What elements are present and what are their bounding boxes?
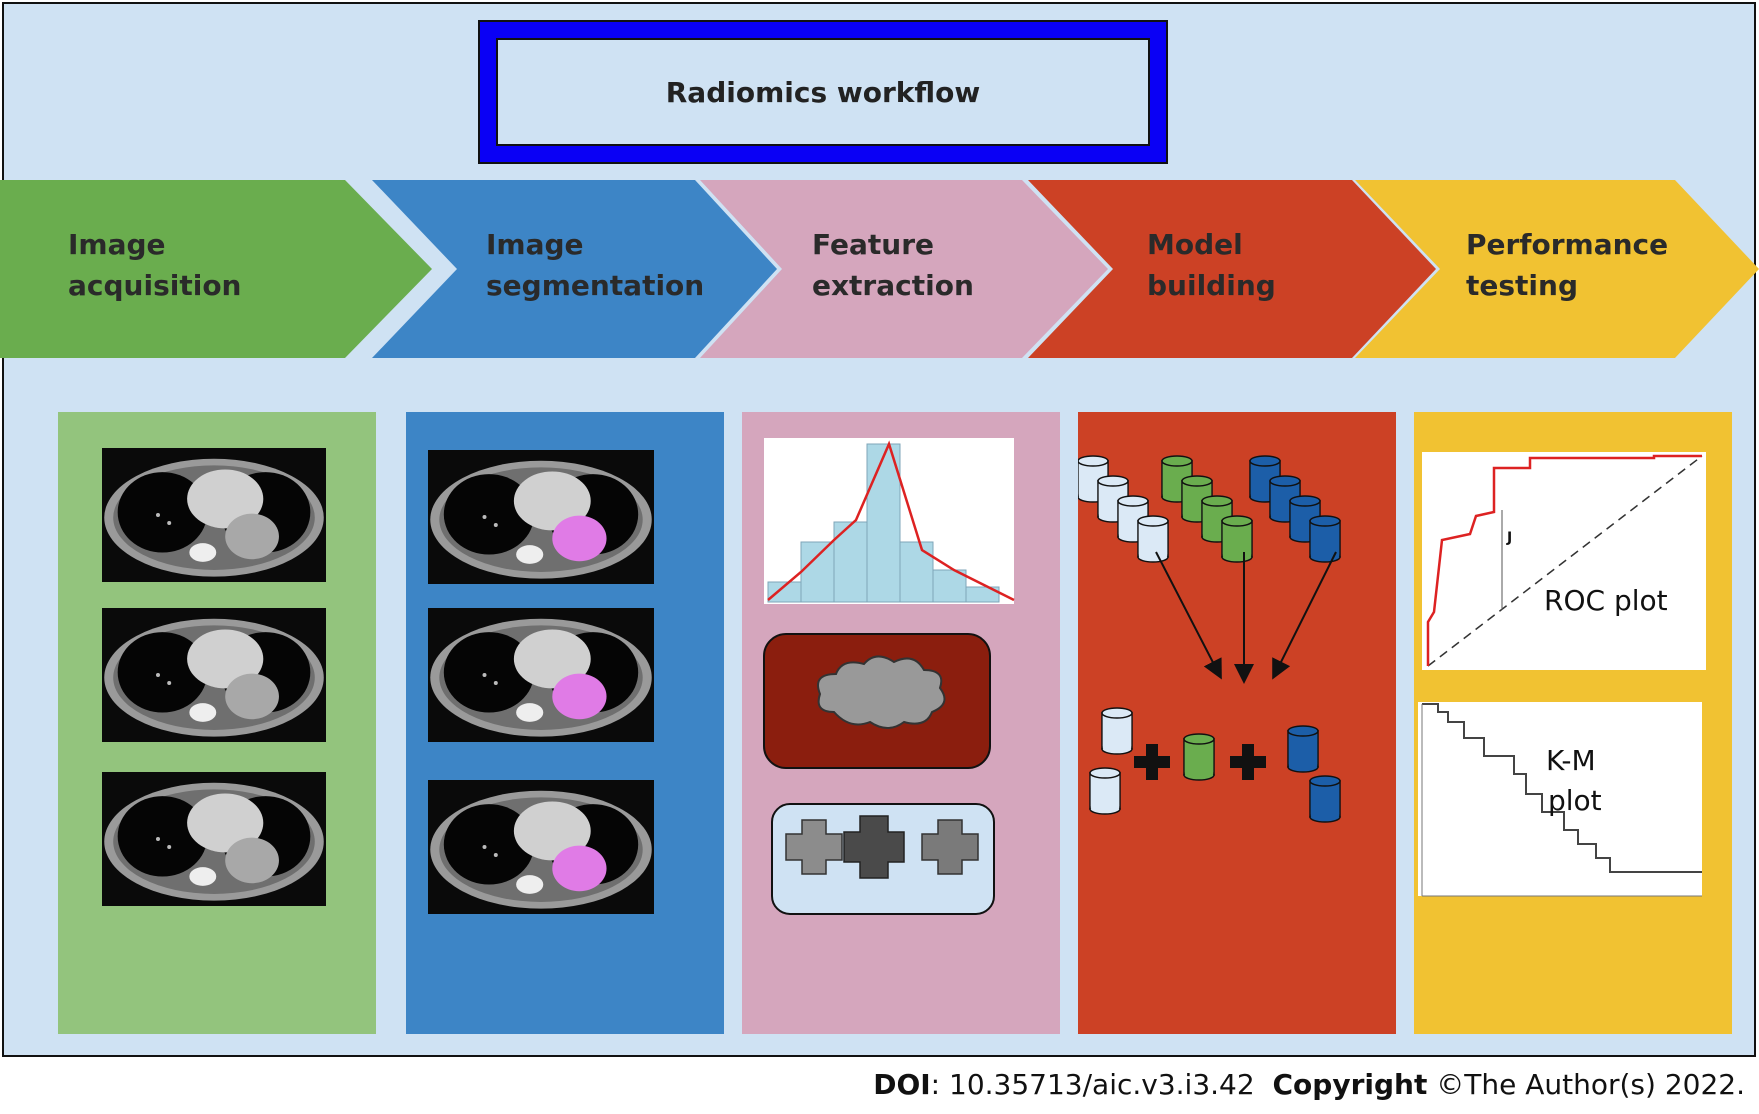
arrow-line [1155,551,1222,680]
step-label-image-segmentation: Image segmentation [486,224,704,306]
step-line1: Performance [1466,228,1669,261]
feature-extraction-graphics [763,438,1015,915]
step-label-performance-testing: Performance testing [1466,224,1668,306]
histogram-bar [899,541,934,603]
histogram-curve [767,440,1015,602]
panel-image-acquisition [58,412,376,1034]
copyright-value: ©The Author(s) 2022. [1427,1068,1745,1101]
cloud-shape [817,655,946,729]
km-curve [1422,703,1702,873]
shape-cross [785,819,843,875]
youden-j-label: J [1507,530,1513,546]
cylinder-blue [1309,775,1341,823]
roc-diagonal [1427,455,1703,667]
arrow-feature-extraction [700,180,1108,358]
step-line1: Model [1147,228,1243,261]
workflow-arrows [0,180,1759,358]
cylinder-green [1183,733,1215,781]
cylinder-light [1077,455,1109,503]
ct-slice [102,448,326,582]
arrow-model-building [1028,180,1436,358]
panel-feature-extraction [742,412,1060,1034]
performance-graphics [1418,452,1706,897]
ct-slice-segmented [428,450,654,584]
title-box: Radiomics workflow [478,20,1168,164]
arrow-performance-testing [1355,180,1759,358]
shape-cross [843,815,905,879]
diagram-title: Radiomics workflow [496,38,1150,146]
step-label-image-acquisition: Image acquisition [68,224,241,306]
cylinder-green [1221,515,1253,563]
histogram-bar [965,586,1000,603]
cylinder-blue [1309,515,1341,563]
cylinder-light [1089,767,1121,815]
km-plot-label-line1: K-M [1546,744,1596,777]
panel-model-building [1077,412,1396,1034]
arrow-image-segmentation [372,180,777,358]
feature-cylinders [1077,455,1341,823]
ct-slice-segmented [428,780,654,914]
doi-label: DOI [873,1068,931,1101]
shape-cross [921,819,979,875]
panel-performance-testing [1414,412,1732,1034]
ct-slice [102,608,326,742]
step-line1: Feature [812,228,934,261]
ct-slice [102,772,326,906]
step-line2: testing [1466,269,1578,302]
ct-slice-segmented [428,608,654,742]
km-plot-area [1418,702,1702,896]
plus-sign [1134,744,1170,780]
cylinder-blue [1287,725,1319,773]
step-line1: Image [486,228,584,261]
km-plot-label-line2: plot [1548,784,1602,817]
step-line2: building [1147,269,1276,302]
histogram-bar [866,443,901,603]
copyright-label: Copyright [1272,1068,1428,1101]
step-label-feature-extraction: Feature extraction [812,224,974,306]
roc-curve [1426,454,1702,666]
arrow-image-acquisition [0,180,432,358]
plus-sign [1230,744,1266,780]
arrow-line [1272,551,1337,680]
step-label-model-building: Model building [1147,224,1276,306]
histogram-bar [800,541,835,603]
cylinder-light [1137,515,1169,563]
doi-value: : 10.35713/aic.v3.i3.42 [930,1068,1255,1101]
histogram-bar [932,569,967,603]
doi-footer: DOI: 10.35713/aic.v3.i3.42 Copyright ©Th… [873,1068,1745,1101]
step-line2: extraction [812,269,974,302]
panel-image-segmentation [406,412,724,1034]
step-line1: Image [68,228,166,261]
step-line2: segmentation [486,269,705,302]
roc-plot-label: ROC plot [1544,584,1668,617]
step-line2: acquisition [68,269,242,302]
model-building-graphics [1077,455,1341,823]
cylinder-light [1101,707,1133,755]
